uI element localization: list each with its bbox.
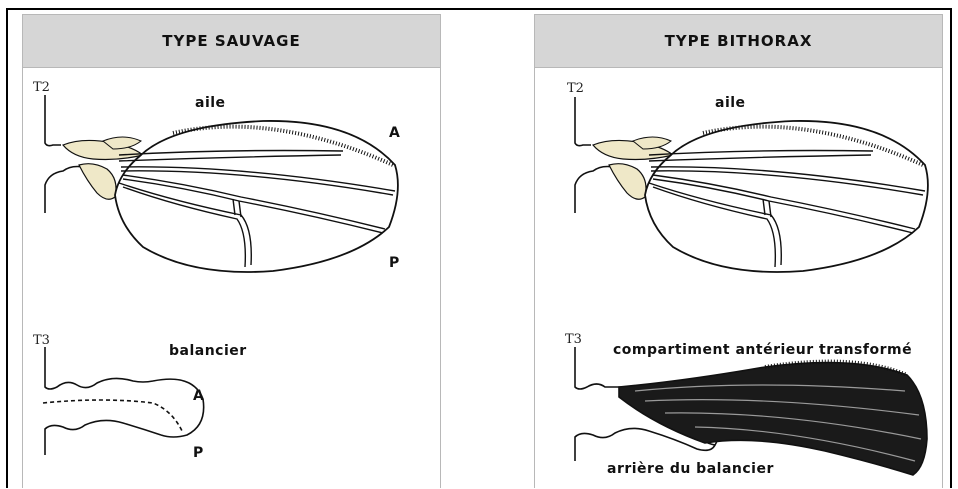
t2-thorax-outline	[575, 97, 591, 146]
wing-blade	[645, 121, 928, 272]
bithorax-drawing	[535, 15, 944, 489]
haltere-knob	[153, 379, 204, 437]
wing-blade	[115, 121, 398, 272]
wild-type-drawing	[23, 15, 442, 489]
t3-upper-outline	[45, 347, 153, 389]
panel-wild-type: TYPE SAUVAGE T2 aile A P T3 balancier A …	[22, 14, 441, 488]
t2-thorax-outline	[45, 95, 61, 146]
panel-bithorax: TYPE BITHORAX T2 aile T3 compartiment an…	[534, 14, 943, 488]
t2-thorax-lower-outline	[45, 167, 83, 214]
t3-lower-outline	[45, 420, 161, 455]
t3-upper-outline	[575, 347, 625, 389]
t2-thorax-lower-outline	[575, 167, 613, 214]
transformed-compartment	[619, 363, 927, 476]
